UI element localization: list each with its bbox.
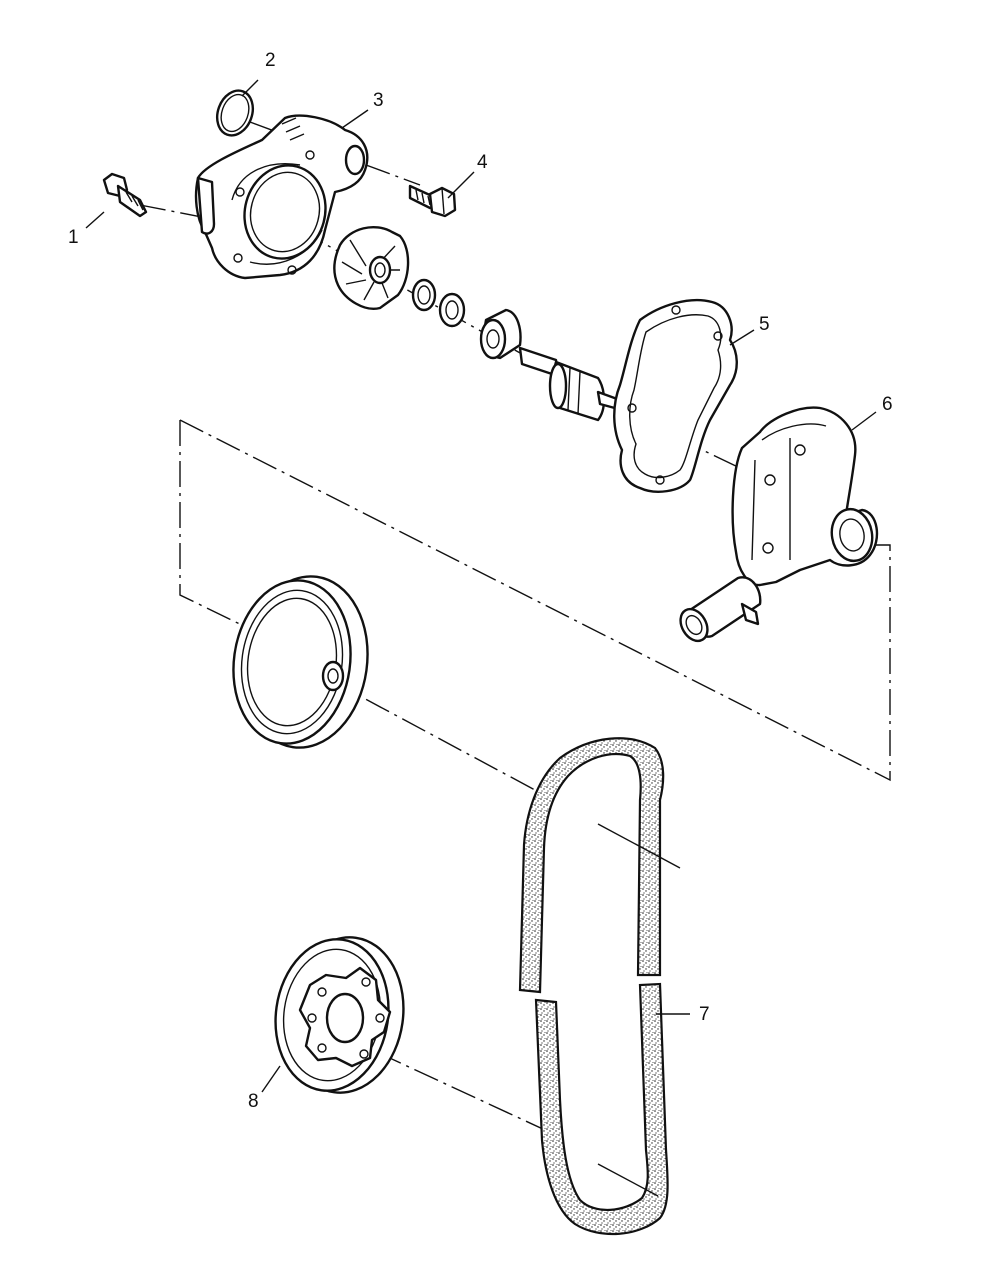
impeller xyxy=(333,225,410,310)
part-7-v-belt xyxy=(518,737,669,1236)
part-8-crankshaft-pulley xyxy=(274,936,405,1094)
bearing-and-shaft xyxy=(479,308,624,422)
callout-5: 5 xyxy=(759,314,770,335)
part-3-pump-housing xyxy=(194,114,369,280)
part-1-bolt xyxy=(102,172,148,218)
callout-1: 1 xyxy=(68,227,79,248)
water-pump-pulley xyxy=(232,575,369,749)
callout-8: 8 xyxy=(248,1091,259,1112)
mechanical-seal xyxy=(411,278,466,328)
leader-lines xyxy=(85,79,877,1197)
part-4-bolt xyxy=(408,184,457,218)
part-2-o-ring xyxy=(215,89,255,137)
part-5-gasket xyxy=(613,298,738,493)
callout-2: 2 xyxy=(265,50,276,71)
callout-7: 7 xyxy=(699,1004,710,1025)
part-6-pump-body xyxy=(679,406,879,643)
callout-4: 4 xyxy=(477,152,488,173)
callout-labels: 1 2 3 4 5 6 7 8 xyxy=(68,50,893,1112)
callout-3: 3 xyxy=(373,90,384,111)
callout-6: 6 xyxy=(882,394,893,415)
